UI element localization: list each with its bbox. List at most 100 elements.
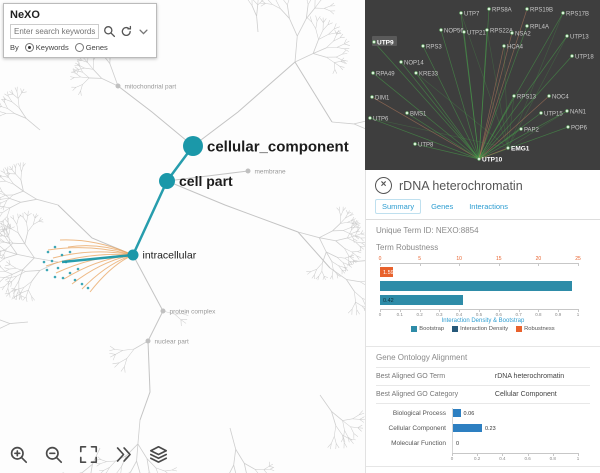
tree-node-mitochondrial-part[interactable] — [115, 83, 121, 89]
zoom-out-button[interactable] — [41, 444, 65, 468]
cluster-node[interactable] — [73, 278, 77, 282]
cluster-node[interactable] — [80, 282, 84, 286]
gene-label-EMG1[interactable]: EMG1 — [511, 146, 530, 153]
gene-label-NAN1[interactable]: NAN1 — [570, 110, 587, 116]
gene-label-UTP21[interactable]: UTP21 — [467, 31, 486, 37]
gene-label-RPS17B[interactable]: RPS17B — [566, 12, 589, 18]
ontology-tree-canvas[interactable]: mitochondrial partcellular_componentcell… — [0, 0, 365, 473]
gene-label-RPS22A[interactable]: RPS22A — [490, 29, 513, 35]
gene-label-RPS19B[interactable]: RPS19B — [530, 8, 553, 14]
search-icon[interactable] — [102, 25, 116, 39]
cluster-node[interactable] — [61, 276, 65, 280]
gene-node-UTP8[interactable] — [413, 142, 417, 146]
cluster-node[interactable] — [86, 286, 90, 290]
gene-label-BMS1[interactable]: BMS1 — [410, 112, 427, 118]
gene-label-HCA4[interactable]: HCA4 — [507, 45, 524, 51]
gene-node-RPS3[interactable] — [421, 44, 425, 48]
tree-node-cellular-component[interactable] — [183, 136, 203, 156]
cluster-node[interactable] — [76, 267, 80, 271]
gene-label-RPS13[interactable]: RPS13 — [517, 95, 537, 101]
gene-node-RPS19B[interactable] — [525, 7, 529, 11]
cluster-node[interactable] — [46, 250, 50, 254]
cluster-node[interactable] — [56, 266, 60, 270]
gene-node-RPL4A[interactable] — [525, 24, 529, 28]
gene-node-HCA4[interactable] — [502, 44, 506, 48]
gene-label-UTP18[interactable]: UTP18 — [575, 55, 594, 61]
tree-node-membrane[interactable] — [245, 168, 251, 174]
gene-node-RPA49[interactable] — [371, 71, 375, 75]
gene-label-UTP9[interactable]: UTP9 — [377, 40, 394, 47]
gene-node-UTP10[interactable] — [477, 157, 481, 161]
gene-node-RPS13[interactable] — [512, 94, 516, 98]
tree-node-intracellular[interactable] — [127, 249, 139, 261]
tab-interactions[interactable]: Interactions — [469, 202, 508, 211]
gene-node-POP6[interactable] — [566, 125, 570, 129]
cluster-node[interactable] — [64, 260, 68, 264]
gene-node-UTP21[interactable] — [462, 30, 466, 34]
radio-genes[interactable]: Genes — [74, 43, 108, 52]
cluster-node[interactable] — [45, 268, 49, 272]
cluster-node[interactable] — [42, 260, 46, 264]
gene-node-NAN1[interactable] — [565, 109, 569, 113]
gene-node-PAP2[interactable] — [519, 127, 523, 131]
gene-node-UTP9[interactable] — [372, 40, 376, 44]
gene-label-KRE33[interactable]: KRE33 — [419, 72, 439, 78]
gene-label-RPL4A[interactable]: RPL4A — [530, 25, 549, 31]
gene-label-UTP13[interactable]: UTP13 — [570, 35, 589, 41]
gene-label-RPS8A[interactable]: RPS8A — [492, 8, 512, 14]
gene-node-RPS17B[interactable] — [561, 11, 565, 15]
gene-label-NOP56[interactable]: NOP56 — [444, 29, 464, 35]
gene-node-UTP18[interactable] — [570, 54, 574, 58]
tree-node-protein-complex[interactable] — [160, 308, 166, 314]
gene-label-NOC4[interactable]: NOC4 — [552, 95, 569, 101]
tree-node-nuclear-part[interactable] — [145, 338, 151, 344]
gene-label-UTP6[interactable]: UTP6 — [373, 117, 389, 123]
gene-label-PAP2[interactable]: PAP2 — [524, 128, 540, 134]
gene-label-DIM1[interactable]: DIM1 — [375, 96, 390, 102]
gene-node-UTP6[interactable] — [368, 116, 372, 120]
cluster-node[interactable] — [60, 253, 64, 257]
gene-node-EMG1[interactable] — [506, 146, 510, 150]
cluster-node[interactable] — [53, 245, 57, 249]
gene-label-UTP15[interactable]: UTP15 — [544, 112, 563, 118]
tab-genes[interactable]: Genes — [431, 202, 454, 211]
gene-label-UTP10[interactable]: UTP10 — [482, 157, 503, 164]
cluster-node[interactable] — [68, 271, 72, 275]
gene-node-NOP14[interactable] — [399, 60, 403, 64]
gene-node-NOP56[interactable] — [439, 28, 443, 32]
cluster-node[interactable] — [68, 250, 72, 254]
tab-summary[interactable]: Summary — [375, 199, 422, 214]
tree-node-cell-part[interactable] — [159, 173, 175, 189]
fit-view-button[interactable] — [76, 444, 100, 468]
gene-label-UTP8[interactable]: UTP8 — [418, 143, 434, 149]
gene-node-UTP13[interactable] — [565, 34, 569, 38]
gene-node-DIM1[interactable] — [370, 95, 374, 99]
gene-node-NSA2[interactable] — [510, 31, 514, 35]
gene-label-NOP14[interactable]: NOP14 — [404, 61, 424, 67]
layers-button[interactable] — [146, 444, 170, 468]
cluster-node[interactable] — [50, 259, 54, 263]
search-input[interactable] — [10, 24, 99, 39]
gene-label-NSA2[interactable]: NSA2 — [515, 32, 531, 38]
gene-label-POP6[interactable]: POP6 — [571, 126, 588, 132]
gene-node-RPS22A[interactable] — [485, 28, 489, 32]
gene-node-UTP15[interactable] — [539, 111, 543, 115]
gene-node-KRE33[interactable] — [414, 71, 418, 75]
cluster-node[interactable] — [53, 275, 57, 279]
gene-node-BMS1[interactable] — [405, 111, 409, 115]
gene-node-UTP7[interactable] — [459, 11, 463, 15]
radio-keywords[interactable]: Keywords — [24, 43, 69, 52]
chevron-down-icon[interactable] — [136, 25, 150, 39]
close-detail-button[interactable]: × — [375, 177, 392, 194]
tree-depth-button[interactable] — [111, 444, 135, 468]
zoom-in-button[interactable] — [6, 444, 30, 468]
gene-node-RPS8A[interactable] — [487, 7, 491, 11]
gene-label-UTP7[interactable]: UTP7 — [464, 12, 480, 18]
gene-label-RPA49[interactable]: RPA49 — [376, 72, 395, 78]
reset-icon[interactable] — [119, 25, 133, 39]
gene-label-RPS3[interactable]: RPS3 — [426, 45, 442, 51]
gene-node-NOC4[interactable] — [547, 94, 551, 98]
